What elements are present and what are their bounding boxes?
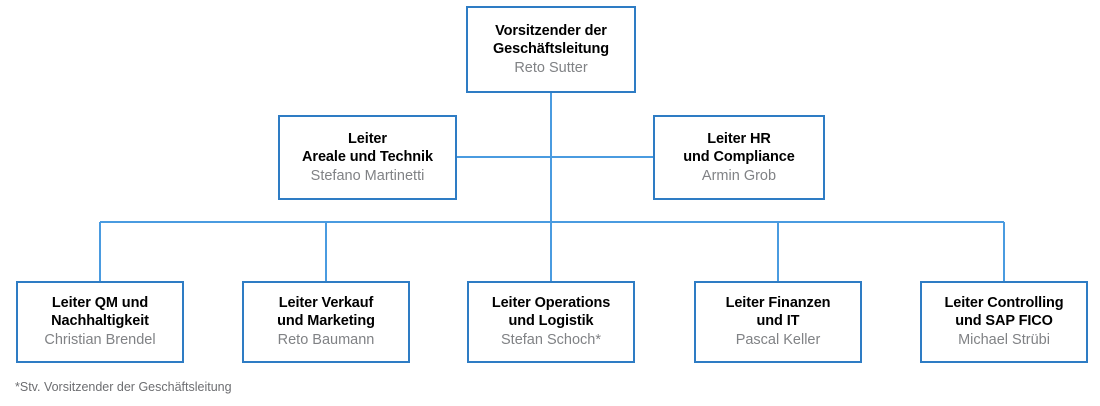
footnote: *Stv. Vorsitzender der Geschäftsleitung bbox=[15, 380, 232, 394]
node-person: Michael Strübi bbox=[958, 332, 1050, 348]
node-person: Christian Brendel bbox=[44, 332, 156, 348]
node-title: Leiter QM und Nachhaltigkeit bbox=[51, 295, 149, 329]
node-operations-logistik[interactable]: Leiter Operations und Logistik Stefan Sc… bbox=[467, 281, 635, 363]
node-title: Leiter Verkauf und Marketing bbox=[277, 295, 375, 329]
node-finanzen-it[interactable]: Leiter Finanzen und IT Pascal Keller bbox=[694, 281, 862, 363]
node-person: Reto Sutter bbox=[514, 59, 588, 76]
node-verkauf-marketing[interactable]: Leiter Verkauf und Marketing Reto Bauman… bbox=[242, 281, 410, 363]
node-title: Leiter Controlling und SAP FICO bbox=[944, 295, 1064, 329]
node-title: Leiter Operations und Logistik bbox=[491, 295, 611, 329]
node-person: Stefano Martinetti bbox=[310, 167, 425, 184]
node-title: Leiter HR und Compliance bbox=[683, 130, 795, 165]
node-title: Leiter Finanzen und IT bbox=[725, 295, 831, 329]
node-title: Leiter Areale und Technik bbox=[302, 130, 433, 165]
node-controlling-sap-fico[interactable]: Leiter Controlling und SAP FICO Michael … bbox=[920, 281, 1088, 363]
node-qm-nachhaltigkeit[interactable]: Leiter QM und Nachhaltigkeit Christian B… bbox=[16, 281, 184, 363]
node-person: Stefan Schoch* bbox=[501, 332, 601, 348]
node-person: Armin Grob bbox=[701, 167, 777, 184]
node-person: Pascal Keller bbox=[735, 332, 821, 348]
node-person: Reto Baumann bbox=[277, 332, 375, 348]
node-areale-technik[interactable]: Leiter Areale und Technik Stefano Martin… bbox=[278, 115, 457, 200]
node-hr-compliance[interactable]: Leiter HR und Compliance Armin Grob bbox=[653, 115, 825, 200]
node-vorsitzender[interactable]: Vorsitzender der Geschäftsleitung Reto S… bbox=[466, 6, 636, 93]
node-title: Vorsitzender der Geschäftsleitung bbox=[492, 22, 610, 57]
